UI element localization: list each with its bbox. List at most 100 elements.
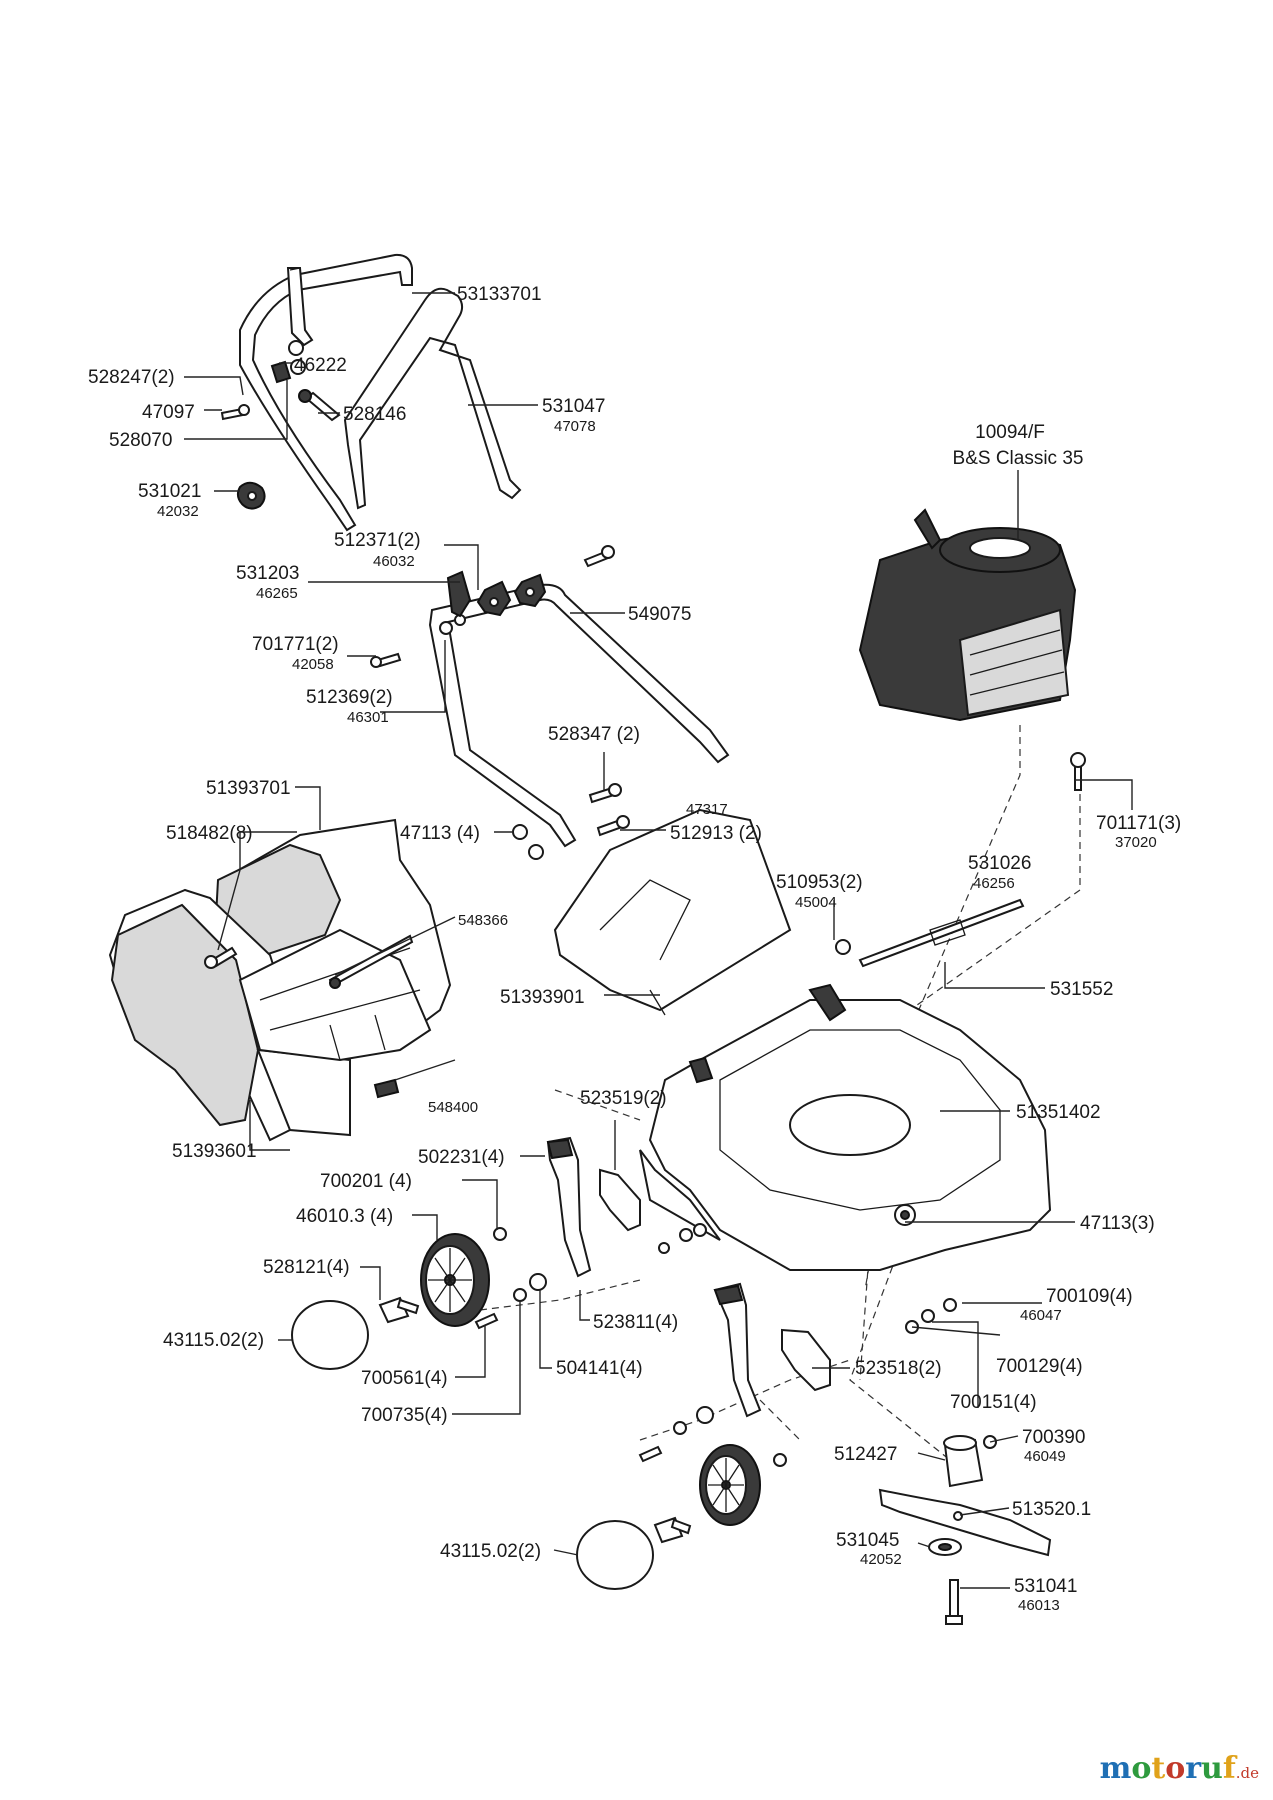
- rear-flap-51393901: [553, 808, 792, 1016]
- label-512371: 512371(2): [334, 530, 421, 551]
- label-701771: 701771(2): [252, 634, 339, 655]
- label-46047: 46047: [1020, 1307, 1062, 1324]
- mower-deck-51351402: [639, 983, 1052, 1271]
- label-46256: 46256: [973, 875, 1015, 892]
- label-46010: 46010.3 (4): [296, 1206, 393, 1227]
- screw-top-right: [583, 545, 615, 568]
- label-510953: 510953(2): [776, 872, 863, 893]
- wheel-arm-502231: [546, 1136, 592, 1278]
- label-46222: 46222: [294, 355, 347, 376]
- label-512913: 512913 (2): [670, 823, 762, 844]
- motoruf-logo[interactable]: motoruf.de: [1100, 1751, 1259, 1786]
- washer-531045: [928, 1538, 962, 1556]
- logo-wordmark: motoruf: [1099, 1751, 1236, 1786]
- washers-700109: [905, 1298, 957, 1334]
- label-531047: 531047: [542, 396, 605, 417]
- label-502231: 502231(4): [418, 1147, 505, 1168]
- wheel-46010: [420, 1233, 490, 1327]
- label-528247: 528247(2): [88, 367, 175, 388]
- clamp-knobs-512371: [476, 573, 547, 617]
- part-labels: 10094/F B&S Classic 35 53133701 528247(2…: [88, 284, 1181, 1614]
- label-51393601: 51393601: [172, 1141, 257, 1162]
- bag-rod-548366: [328, 934, 414, 989]
- label-549075: 549075: [628, 604, 691, 625]
- label-53133701: 53133701: [457, 284, 542, 305]
- label-45004: 45004: [795, 894, 837, 911]
- engine-code-label: 10094/F: [975, 422, 1045, 443]
- label-47078: 47078: [554, 418, 596, 435]
- label-531026: 531026: [968, 853, 1031, 874]
- wheel-bolt-lower: [653, 1516, 692, 1544]
- label-700561: 700561(4): [361, 1368, 448, 1389]
- label-46265: 46265: [256, 585, 298, 602]
- label-700735: 700735(4): [361, 1405, 448, 1426]
- label-528070: 528070: [109, 430, 172, 451]
- washer-700201: [493, 1227, 507, 1241]
- label-513520: 513520.1: [1012, 1499, 1091, 1520]
- bracket-523519: [599, 1168, 641, 1232]
- bag-rod-548400: [373, 1078, 400, 1099]
- label-701171: 701171(3): [1096, 813, 1181, 834]
- engine-10094f: [858, 508, 1077, 722]
- label-504141: 504141(4): [556, 1358, 643, 1379]
- label-528121: 528121(4): [263, 1257, 350, 1278]
- label-43115-a: 43115.02(2): [163, 1330, 264, 1351]
- throttle-cable-531026: [858, 898, 1025, 968]
- label-531041: 531041: [1014, 1576, 1077, 1597]
- label-700129: 700129(4): [996, 1356, 1083, 1377]
- logo-tld: .de: [1235, 1764, 1259, 1782]
- bolt-531041: [945, 1579, 963, 1625]
- label-47113-a: 47113 (4): [400, 823, 480, 844]
- leader-lines: [184, 292, 1133, 1589]
- label-46013: 46013: [1018, 1597, 1060, 1614]
- nuts-47113: [512, 824, 544, 860]
- wheel-lower: [699, 1444, 761, 1526]
- label-43115-b: 43115.02(2): [440, 1541, 541, 1562]
- label-523518: 523518(2): [855, 1358, 942, 1379]
- label-700201: 700201 (4): [320, 1171, 412, 1192]
- hubcap-43115-a: [291, 1300, 369, 1370]
- label-51393901: 51393901: [500, 987, 585, 1008]
- washers-504141-700735: [513, 1273, 547, 1302]
- wheel-arm-lower: [713, 1282, 762, 1418]
- wheel-bolt-528121: [378, 1296, 420, 1324]
- blade-513520: [878, 1488, 1052, 1557]
- label-548366: 548366: [458, 912, 508, 929]
- bracket-523518: [781, 1328, 831, 1392]
- label-531021: 531021: [138, 481, 201, 502]
- label-51351402: 51351402: [1016, 1102, 1101, 1123]
- label-531203: 531203: [236, 563, 299, 584]
- label-37020: 37020: [1115, 834, 1157, 851]
- label-531552: 531552: [1050, 979, 1113, 1000]
- label-548400: 548400: [428, 1099, 478, 1116]
- label-42058: 42058: [292, 656, 334, 673]
- engine-bolts-701171: [1070, 752, 1086, 791]
- label-47097: 47097: [142, 402, 195, 423]
- label-46049: 46049: [1024, 1448, 1066, 1465]
- bolt-700561: [474, 1312, 499, 1330]
- label-700390: 700390: [1022, 1427, 1085, 1448]
- label-700151: 700151(4): [950, 1392, 1037, 1413]
- upper-handle: [239, 253, 522, 532]
- label-512369: 512369(2): [306, 687, 393, 708]
- washer-510953: [835, 939, 851, 955]
- bracket-528070: [270, 360, 292, 384]
- screw-518482: [204, 946, 238, 969]
- lower-small-parts: [638, 1406, 787, 1467]
- label-523519: 523519(2): [580, 1088, 667, 1109]
- label-42032: 42032: [157, 503, 199, 520]
- label-528146: 528146: [343, 404, 406, 425]
- knob-531021: [236, 481, 266, 510]
- label-46301: 46301: [347, 709, 389, 726]
- hubcap-43115-b: [576, 1520, 654, 1590]
- label-518482: 518482(8): [166, 823, 253, 844]
- blade-adapter-512427: [943, 1435, 984, 1488]
- lower-handle-549075: [428, 583, 730, 848]
- engine-name-label: B&S Classic 35: [953, 448, 1084, 469]
- bolts-528347: [588, 783, 630, 837]
- cable-clip-531203: [446, 570, 472, 618]
- label-523811: 523811(4): [593, 1312, 678, 1333]
- deck-nuts-cluster: [658, 1223, 707, 1254]
- screw-701771: [370, 652, 402, 668]
